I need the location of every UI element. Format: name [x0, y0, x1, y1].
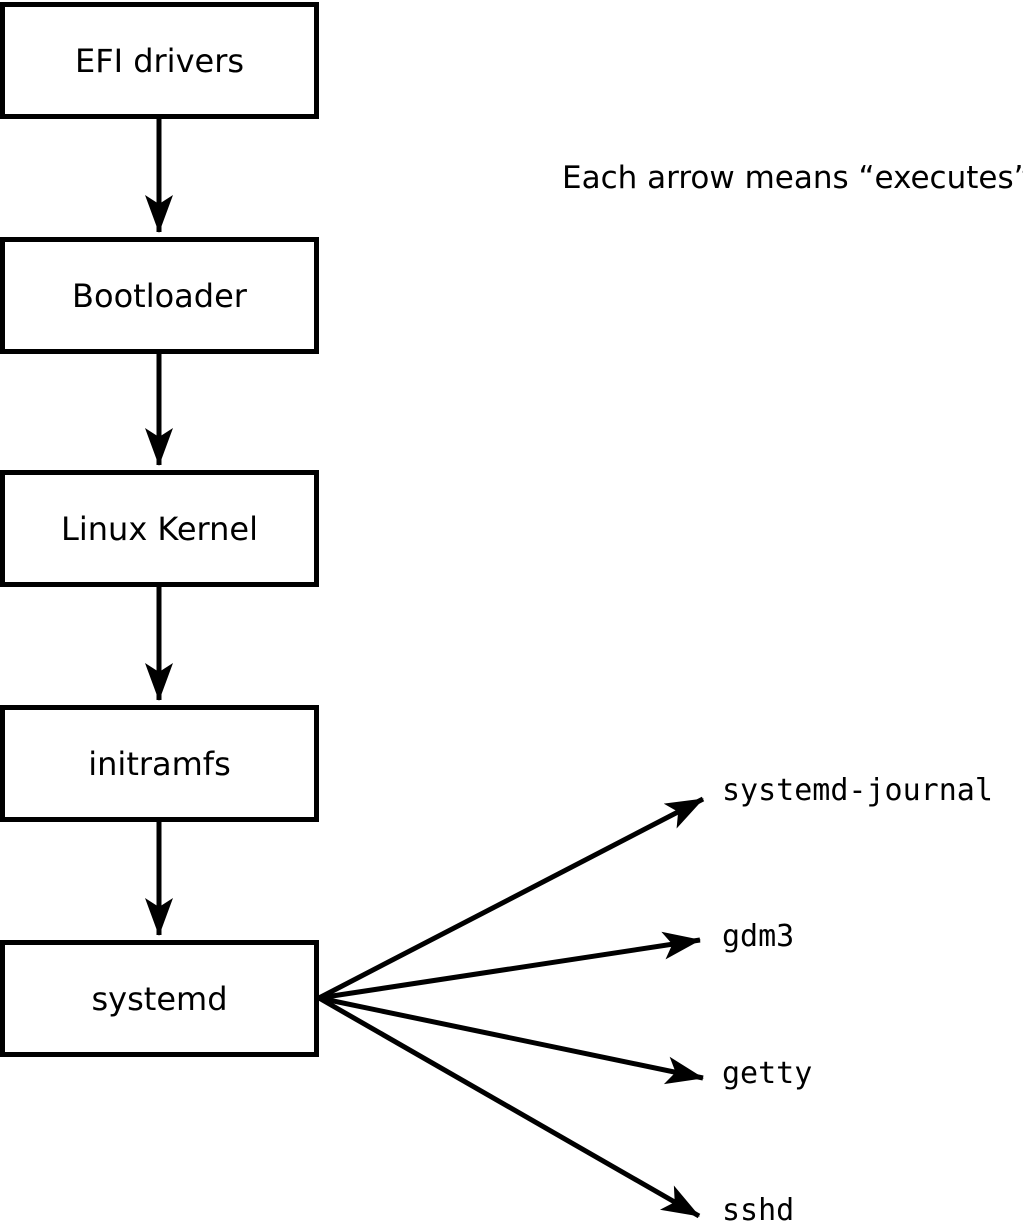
- node-bootloader: Bootloader: [0, 237, 319, 354]
- node-initramfs-label: initramfs: [88, 744, 231, 783]
- process-label-systemd-journal: systemd-journal: [722, 773, 993, 808]
- arrow-systemd-to-sshd: [317, 995, 701, 1219]
- node-systemd: systemd: [0, 940, 319, 1057]
- node-systemd-label: systemd: [91, 979, 228, 1018]
- node-efi-drivers: EFI drivers: [0, 2, 319, 119]
- arrow-systemd-to-getty: [318, 995, 704, 1085]
- process-label-sshd: sshd: [722, 1193, 795, 1228]
- process-label-getty: getty: [722, 1056, 813, 1091]
- node-linux-kernel: Linux Kernel: [0, 470, 319, 587]
- process-label-gdm3: gdm3: [722, 919, 795, 954]
- node-bootloader-label: Bootloader: [72, 276, 247, 315]
- node-initramfs: initramfs: [0, 705, 319, 822]
- diagram-caption: Each arrow means “executes”.: [562, 160, 1023, 196]
- arrow-systemd-to-journal: [317, 796, 705, 1001]
- arrow-systemd-to-gdm3: [318, 931, 701, 1001]
- node-linux-kernel-label: Linux Kernel: [61, 509, 258, 548]
- node-efi-drivers-label: EFI drivers: [74, 41, 245, 80]
